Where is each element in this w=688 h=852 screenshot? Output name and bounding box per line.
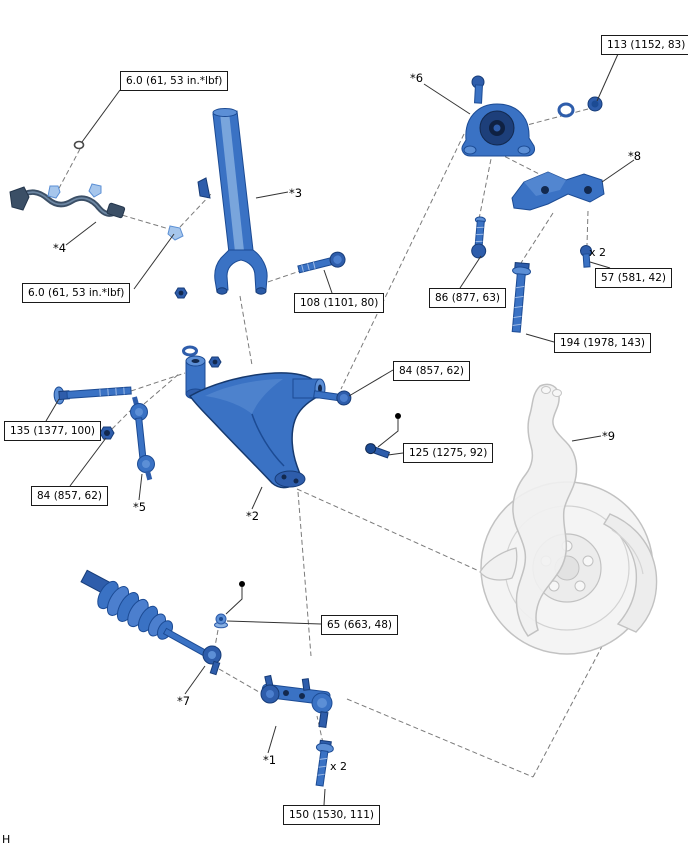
part-ref-4: *4: [53, 241, 67, 255]
arm-balljoint-seat: [274, 470, 306, 488]
bolt-57-part: [580, 245, 592, 268]
brake-caliper: [603, 513, 658, 633]
steering-rack-part: [80, 569, 222, 676]
quantity-note-bolt150: x 2: [330, 760, 348, 773]
torque-callout-6-top: 6.0 (61, 53 in.*lbf): [120, 71, 229, 91]
shock-absorber-part: [197, 108, 268, 295]
torque-callout-194: 194 (1978, 143): [554, 333, 652, 353]
bolt-135-part: [53, 386, 132, 405]
harness-clip-b: [88, 183, 102, 198]
part-ref-1: *1: [263, 753, 277, 767]
washer-part: [557, 102, 575, 118]
bolt-84-right-part: [313, 390, 352, 406]
part-ref-7: *7: [177, 694, 191, 708]
steering-knuckle-assembly: [479, 383, 658, 655]
ball-joint-part: [260, 674, 333, 729]
torque-callout-84-right: 84 (857, 62): [393, 361, 470, 381]
wire-harness-part: [9, 183, 126, 219]
leader-lines: [45, 53, 635, 806]
page-mark: H: [2, 833, 11, 846]
nut-65-part: [214, 613, 228, 629]
torque-callout-108: 108 (1101, 80): [294, 293, 385, 313]
fork-nut: [174, 287, 188, 299]
bolt-194-part: [511, 261, 532, 333]
part-ref-5: *5: [133, 500, 147, 514]
strut-fork: [214, 249, 268, 293]
torque-callout-84-left: 84 (857, 62): [31, 486, 108, 506]
stabilizer-link-part: [130, 396, 155, 481]
part-ref-9: *9: [602, 429, 616, 443]
bolt-125-part: [365, 443, 391, 459]
torque-callout-86: 86 (877, 63): [429, 288, 506, 308]
torque-callout-6-left: 6.0 (61, 53 in.*lbf): [22, 283, 131, 303]
nut-113-part: [587, 96, 603, 112]
harness-clip-a: [47, 185, 61, 199]
strut-bracket: [197, 177, 211, 199]
part-ref-2: *2: [246, 509, 260, 523]
arm-washer: [182, 345, 198, 357]
grommet-clip: [73, 140, 85, 150]
harness-clip-c: [167, 225, 184, 241]
construction-lines: [56, 108, 608, 778]
knuckle-body: [512, 383, 578, 637]
torque-callout-113: 113 (1152, 83): [601, 35, 688, 55]
bushing-bolt: [471, 75, 485, 104]
arm-nut: [208, 356, 222, 368]
bolt-86-part: [471, 216, 487, 259]
knuckle-lower-arm: [479, 547, 518, 581]
torque-callout-135: 135 (1377, 100): [4, 421, 102, 441]
part-ref-6: *6: [410, 71, 424, 85]
lower-arm-part: [182, 345, 326, 489]
part-ref-8: *8: [628, 149, 642, 163]
bolt-108-part: [297, 251, 346, 274]
torque-callout-65: 65 (663, 48): [321, 615, 398, 635]
torque-callout-150: 150 (1530, 111): [283, 805, 381, 825]
torque-callout-125: 125 (1275, 92): [403, 443, 494, 463]
quantity-note-bolt57: x 2: [589, 246, 607, 259]
bolt-150-part: [315, 739, 334, 787]
bracket-part: [511, 171, 605, 211]
stabilizer-bushing-part: [461, 103, 535, 157]
torque-callout-57: 57 (581, 42): [595, 268, 672, 288]
part-ref-3: *3: [289, 186, 303, 200]
nut-84-left-part: [99, 426, 115, 440]
bullet-marker-125: [377, 413, 401, 448]
bullet-marker-65: [225, 581, 245, 615]
